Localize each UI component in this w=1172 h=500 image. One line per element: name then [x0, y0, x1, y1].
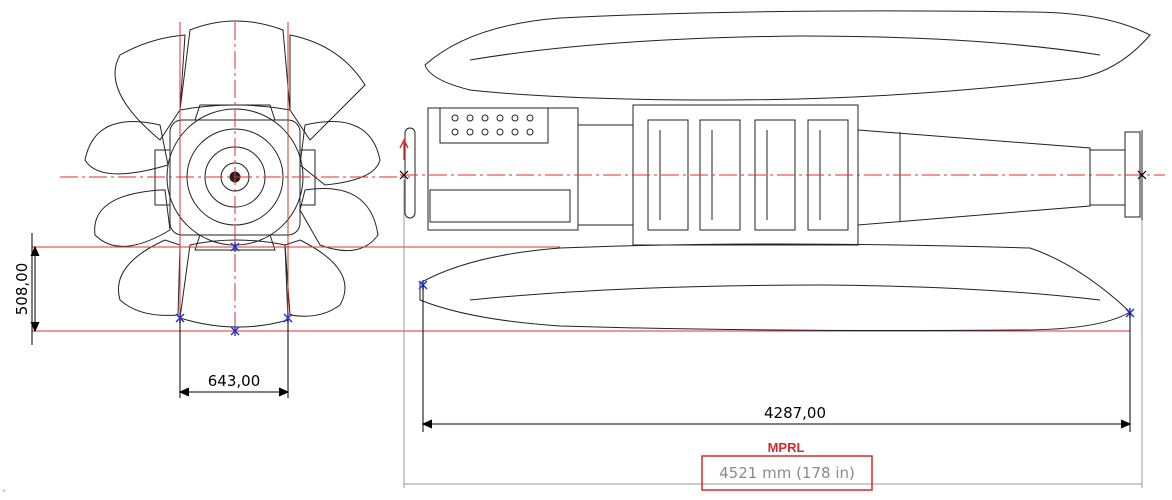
- lower-nacelle-inner: [469, 284, 1101, 301]
- petal-left-lower: [94, 189, 171, 247]
- hub-top-ducts: [194, 104, 276, 121]
- petal-top-left: [114, 34, 186, 141]
- upper-nacelle-inner: [469, 35, 1101, 61]
- dim-vertical-arrow-bottom: [30, 321, 40, 333]
- dim-overall: [403, 180, 1143, 488]
- marker-front-end: [399, 170, 409, 180]
- marker-bottom: [230, 326, 240, 336]
- side-markers: [418, 280, 1135, 318]
- front-markers: [175, 242, 293, 336]
- dim-nacelle-arrow-left: [421, 419, 433, 429]
- marker-rear-end: [1137, 170, 1147, 180]
- exhaust-cone: [857, 129, 1091, 226]
- side-endpoint-markers: [399, 170, 1147, 180]
- upper-nacelle: [424, 10, 1151, 101]
- petal-left-upper: [84, 121, 169, 175]
- accessory-top: [439, 107, 549, 144]
- hub-left-ducts: [154, 149, 171, 206]
- intake-flange: [404, 127, 416, 219]
- red-arrow: [399, 138, 409, 160]
- petal-bottom-left: [118, 239, 181, 316]
- dim-vertical-label: 508,00: [13, 263, 31, 316]
- dimension-lines: [30, 233, 1132, 432]
- front-view-guides: [32, 22, 1130, 335]
- mprl-highlight-box: [701, 455, 873, 491]
- petal-top-right: [289, 34, 366, 141]
- accessory-lower: [429, 189, 571, 223]
- dim-nacelle-label: 4287,00: [764, 404, 826, 422]
- hub-bottom-ducts: [194, 234, 276, 251]
- origin-mark: ˇ: [2, 489, 7, 500]
- mprl-title: MPRL: [768, 440, 805, 455]
- dim-front-arrow-left: [178, 387, 190, 397]
- marker-top: [230, 242, 240, 252]
- petal-right-lower: [299, 188, 379, 252]
- lower-nacelle: [419, 243, 1131, 331]
- nozzle-body: [1089, 149, 1126, 206]
- dim-front-arrow-right: [278, 387, 290, 397]
- petal-bottom-right: [284, 239, 346, 317]
- dim-vertical-arrow-top: [30, 245, 40, 257]
- side-view: [404, 10, 1151, 331]
- petal-bottom: [179, 239, 289, 328]
- front-view: [84, 20, 381, 328]
- hub-right-ducts: [299, 149, 316, 206]
- accessory-holes: [451, 114, 534, 136]
- petal-right-upper: [299, 121, 381, 186]
- dim-front-label: 643,00: [208, 372, 261, 390]
- accessory-block: [427, 107, 579, 231]
- mprl-value: 4521 mm (178 in): [719, 464, 855, 482]
- dim-nacelle-arrow-right: [1120, 419, 1132, 429]
